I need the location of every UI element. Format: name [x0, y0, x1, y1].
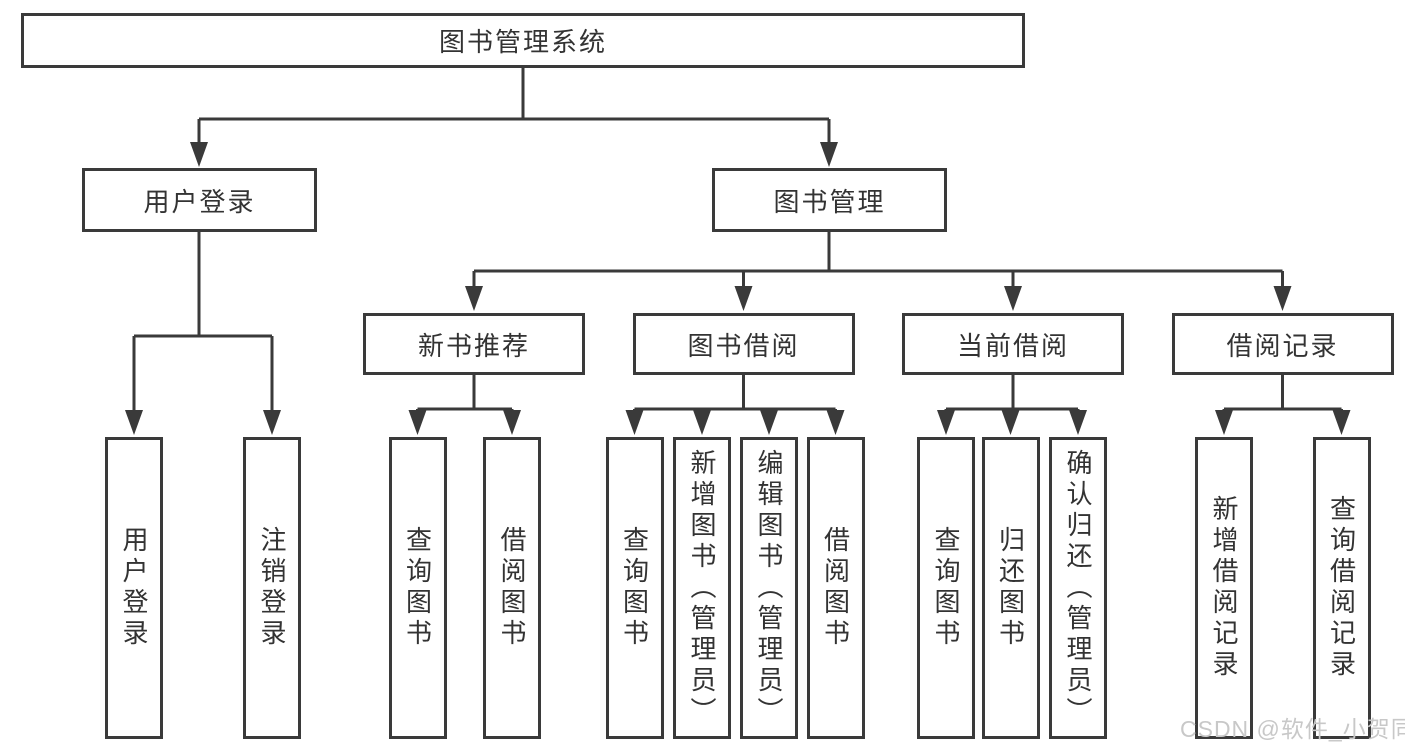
leaf-search-borrow-record-label: 查询借阅记录	[1326, 495, 1357, 681]
leaf-search-books-borrow-label: 查询图书	[619, 526, 650, 650]
leaf-logout-label: 注销登录	[257, 526, 287, 650]
leaf-search-books-current: 查询图书	[917, 437, 975, 739]
leaf-user-login-label: 用户登录	[119, 526, 149, 650]
leaf-borrow-books: 借阅图书	[806, 437, 865, 739]
leaf-return-books: 归还图书	[981, 437, 1040, 739]
arrowheads	[125, 142, 1351, 435]
node-book-management: 图书管理	[712, 168, 947, 232]
leaf-borrow-books-recommend: 借阅图书	[483, 437, 541, 739]
leaf-add-books-admin: 新增图书（管理员）	[673, 437, 731, 739]
leaf-confirm-return-admin-label: 确认归还（管理员）	[1063, 448, 1093, 728]
leaf-edit-books-admin-label: 编辑图书（管理员）	[754, 448, 784, 728]
leaf-return-books-label: 归还图书	[995, 526, 1026, 650]
leaf-logout: 注销登录	[243, 437, 301, 739]
leaf-search-books-recommend: 查询图书	[388, 437, 447, 739]
leaf-user-login: 用户登录	[105, 437, 163, 739]
node-root-label: 图书管理系统	[438, 27, 607, 57]
node-current-borrowing: 当前借阅	[902, 313, 1124, 375]
node-borrow-records: 借阅记录	[1171, 313, 1394, 375]
leaf-search-books-recommend-label: 查询图书	[402, 526, 433, 650]
leaf-search-books-current-label: 查询图书	[931, 526, 961, 650]
node-new-book-recommend: 新书推荐	[363, 313, 585, 375]
leaf-add-borrow-record: 新增借阅记录	[1195, 437, 1253, 739]
leaf-add-books-admin-label: 新增图书（管理员）	[687, 448, 717, 728]
node-root: 图书管理系统	[21, 13, 1025, 68]
node-book-management-label: 图书管理	[773, 186, 886, 217]
node-book-borrowing-label: 图书借阅	[687, 330, 800, 361]
node-book-borrowing: 图书借阅	[632, 313, 855, 375]
leaf-confirm-return-admin: 确认归还（管理员）	[1049, 437, 1107, 739]
leaf-borrow-books-recommend-label: 借阅图书	[497, 526, 527, 650]
leaf-search-borrow-record: 查询借阅记录	[1312, 437, 1371, 739]
node-user-login: 用户登录	[82, 168, 317, 232]
csdn-watermark: CSDN @软件_小贺同学	[1180, 716, 1405, 742]
leaf-borrow-books-label: 借阅图书	[820, 526, 851, 650]
leaf-search-books-borrow: 查询图书	[605, 437, 664, 739]
leaf-edit-books-admin: 编辑图书（管理员）	[740, 437, 798, 739]
node-user-login-label: 用户登录	[143, 186, 256, 217]
node-new-book-recommend-label: 新书推荐	[417, 330, 530, 361]
leaf-add-borrow-record-label: 新增借阅记录	[1209, 495, 1239, 681]
node-borrow-records-label: 借阅记录	[1226, 330, 1339, 361]
node-current-borrowing-label: 当前借阅	[956, 330, 1069, 361]
